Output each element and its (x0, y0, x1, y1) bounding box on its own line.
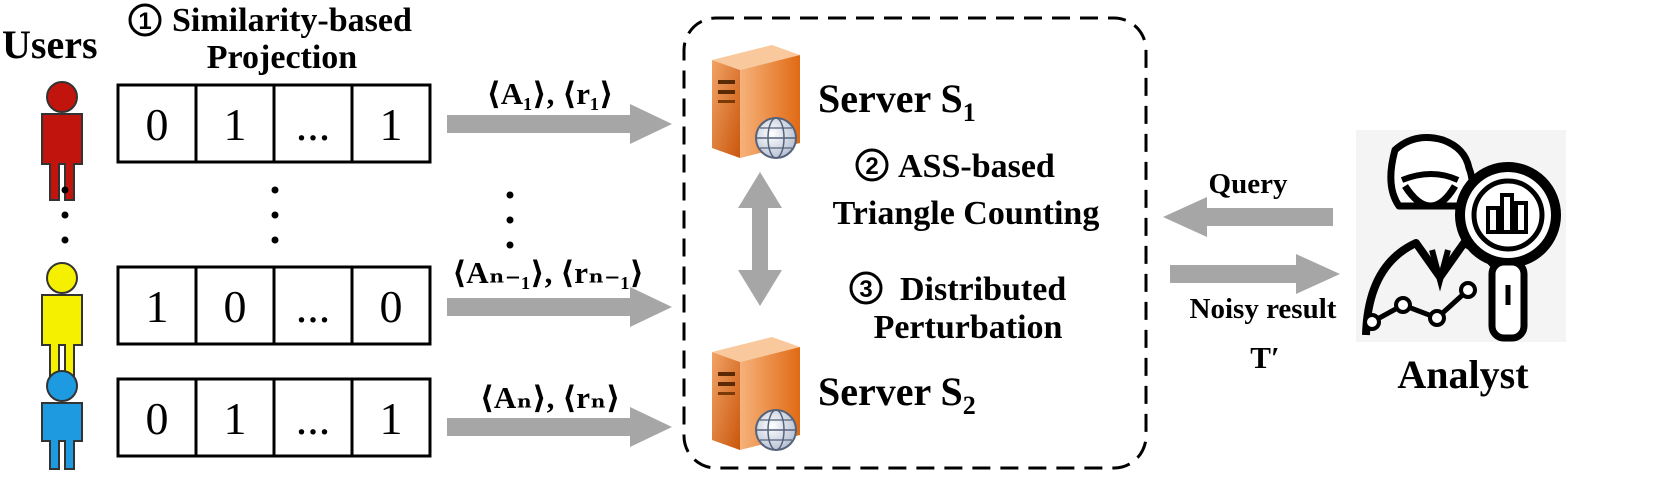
vector-row-1: 0 1 ... 1 (116, 83, 432, 164)
analyst-label: Analyst (1397, 352, 1529, 397)
query-arrow (1163, 197, 1333, 237)
result-arrow (1170, 254, 1340, 294)
server-exchange-arrow (738, 172, 782, 306)
share-label-3: ⟨Aₙ⟩, ⟨rₙ⟩ (480, 380, 621, 415)
step1-line2: Projection (207, 39, 358, 76)
step3-line2: Perturbation (874, 309, 1063, 346)
server-group-boundary (682, 16, 1148, 470)
share-label-1: ⟨A₁⟩, ⟨r₁⟩ (487, 76, 614, 111)
step1-label: 1 Similarity-based Projection (128, 2, 412, 76)
step2-line2: Triangle Counting (833, 195, 1100, 232)
vector-row-3: 0 1 ... 1 (116, 377, 432, 458)
step3-line1: Distributed (900, 271, 1066, 308)
result-symbol: T′ (1250, 340, 1279, 375)
arrow-row1-to-server (447, 104, 672, 144)
vector-cell: 1 (224, 393, 247, 444)
arrow-row3-to-server (447, 407, 672, 447)
vector-cell: 0 (224, 281, 247, 332)
vector-cell: 0 (380, 281, 403, 332)
step2-label: 2 ASS-based Triangle Counting (833, 148, 1100, 232)
vector-cell: 1 (380, 393, 403, 444)
server-2-icon (712, 337, 800, 451)
server-1-label: Server S1 (818, 76, 976, 127)
step1-line1: Similarity-based (172, 2, 412, 39)
vector-cell: 0 (146, 99, 169, 150)
vector-cell: 1 (224, 99, 247, 150)
share-label-2: ⟨Aₙ₋₁⟩, ⟨rₙ₋₁⟩ (452, 255, 644, 290)
server-1-icon (712, 45, 800, 159)
users-label: Users (2, 22, 98, 67)
arrows-ellipsis (506, 191, 514, 249)
step2-number: 2 (865, 153, 878, 180)
arrow-row2-to-server (447, 287, 672, 327)
step3-number: 3 (859, 276, 872, 303)
vector-row-2: 1 0 ... 0 (116, 265, 432, 346)
vector-cell: 1 (146, 281, 169, 332)
step1-number-circle (128, 3, 162, 37)
server-2-label: Server S2 (818, 369, 976, 420)
step2-line1: ASS-based (898, 148, 1055, 185)
users-ellipsis (61, 186, 69, 244)
vector-cell: ... (296, 99, 331, 150)
vector-cell: ... (296, 281, 331, 332)
vector-cell: ... (296, 393, 331, 444)
user-icon-1 (41, 81, 83, 201)
vectors-ellipsis (271, 186, 279, 244)
user-icon-3 (41, 370, 83, 470)
analyst-icon (1356, 130, 1566, 342)
step1-number: 1 (138, 8, 151, 35)
result-label: Noisy result (1190, 293, 1337, 325)
query-label: Query (1209, 168, 1288, 200)
step3-label: 3 Distributed Perturbation (849, 271, 1066, 346)
user-icon-2 (41, 262, 83, 382)
vector-cell: 0 (146, 393, 169, 444)
vector-cell: 1 (380, 99, 403, 150)
